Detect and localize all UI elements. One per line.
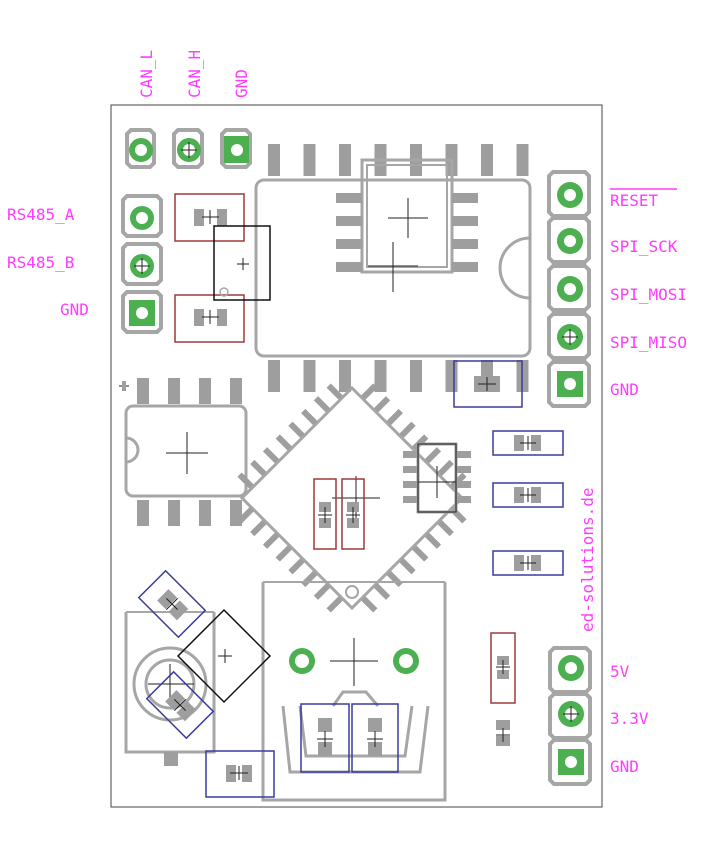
ic-pin bbox=[385, 408, 403, 426]
ic-pin bbox=[452, 262, 478, 272]
ic-pin bbox=[403, 481, 417, 488]
ic-pin bbox=[313, 396, 331, 414]
rs485-a-label: RS485_A bbox=[7, 205, 75, 224]
ic-pin bbox=[436, 459, 454, 477]
ic-pin bbox=[339, 360, 351, 392]
ic-pin bbox=[275, 434, 293, 452]
spi-gnd-label: GND bbox=[610, 380, 639, 399]
ic-pin bbox=[360, 595, 378, 613]
can-gnd-label: GND bbox=[232, 69, 251, 98]
power-header bbox=[548, 646, 592, 786]
ic-pin bbox=[262, 447, 280, 465]
ic-pin bbox=[403, 466, 417, 473]
rs485-header bbox=[121, 194, 163, 334]
ic-pin bbox=[457, 496, 471, 503]
ic-pin bbox=[403, 451, 417, 458]
ic-pin bbox=[326, 595, 344, 613]
ic-pin bbox=[303, 360, 316, 392]
ic-pin bbox=[237, 506, 255, 524]
ic-pin bbox=[452, 193, 478, 203]
ic-pin bbox=[374, 360, 387, 392]
rs485-b-label: RS485_B bbox=[7, 253, 74, 272]
ic-pin bbox=[410, 360, 422, 392]
smd-black-outlines bbox=[176, 225, 457, 704]
5v-label: 5V bbox=[610, 662, 630, 681]
usb-connector bbox=[261, 581, 447, 802]
spi-mosi-label: SPI_MOSI bbox=[610, 285, 687, 304]
3v3-label: 3.3V bbox=[610, 709, 649, 728]
ic-pin bbox=[373, 582, 391, 600]
soic-ic-large bbox=[254, 144, 532, 392]
ic-pin bbox=[457, 481, 471, 488]
ic-pin bbox=[336, 262, 362, 272]
ic-pin bbox=[411, 544, 429, 562]
ic-pin bbox=[339, 144, 351, 176]
ic-pin bbox=[250, 459, 268, 477]
ic-pin bbox=[452, 239, 478, 249]
ic-pin bbox=[313, 582, 331, 600]
pwr-gnd-label: GND bbox=[610, 757, 639, 776]
ic-pin bbox=[137, 500, 149, 526]
ic-pin bbox=[250, 519, 268, 537]
ic-pin bbox=[445, 360, 458, 392]
ic-pin bbox=[326, 383, 344, 401]
smd-resistors-red bbox=[174, 193, 516, 748]
ic-pin bbox=[268, 360, 280, 392]
ic-pin bbox=[457, 466, 471, 473]
ic-pin bbox=[199, 378, 211, 404]
ic-pin bbox=[373, 396, 391, 414]
can-header bbox=[125, 128, 252, 169]
ic-pin bbox=[360, 383, 378, 401]
vendor-label: ed-solutions.de bbox=[578, 488, 597, 633]
ic-pin bbox=[288, 421, 306, 439]
ic-pin bbox=[288, 557, 306, 575]
ic-pin bbox=[424, 447, 442, 465]
ic-pin bbox=[403, 496, 417, 503]
ic-pin bbox=[230, 500, 242, 526]
ic-pin bbox=[301, 408, 319, 426]
crystal-component bbox=[124, 611, 216, 766]
soic-ic-small bbox=[119, 378, 248, 526]
spi-sck-label: SPI_SCK bbox=[610, 237, 678, 256]
ic-pin bbox=[336, 239, 362, 249]
ic-pin bbox=[230, 378, 242, 404]
ic-pin bbox=[436, 519, 454, 537]
board-outline bbox=[110, 104, 603, 808]
can-h-label: CAN_H bbox=[185, 50, 204, 98]
ic-pin bbox=[168, 500, 180, 526]
ic-pin bbox=[516, 144, 529, 176]
ic-pin bbox=[336, 193, 362, 203]
spi-miso-label: SPI_MISO bbox=[610, 333, 687, 352]
ic-pin bbox=[237, 472, 255, 490]
ic-pin bbox=[268, 144, 280, 176]
ic-pin bbox=[275, 544, 293, 562]
ic-pin bbox=[262, 531, 280, 549]
ic-pin bbox=[457, 451, 471, 458]
ic-pin bbox=[336, 216, 362, 226]
ic-pin bbox=[452, 216, 478, 226]
ic-pin bbox=[398, 557, 416, 575]
smd-caps-blue bbox=[137, 360, 564, 798]
reset-label: RESET bbox=[610, 191, 659, 210]
ic-pin bbox=[481, 144, 493, 176]
ic-pin bbox=[424, 531, 442, 549]
ic-pin bbox=[199, 500, 211, 526]
ic-pin bbox=[303, 144, 316, 176]
mcu-qfp bbox=[237, 383, 467, 613]
ic-pin bbox=[137, 378, 149, 404]
rs485-gnd-label: GND bbox=[60, 300, 89, 319]
ic-pin bbox=[168, 378, 180, 404]
can-l-label: CAN_L bbox=[137, 50, 156, 98]
spi-header bbox=[547, 170, 591, 408]
ic-pin bbox=[398, 421, 416, 439]
